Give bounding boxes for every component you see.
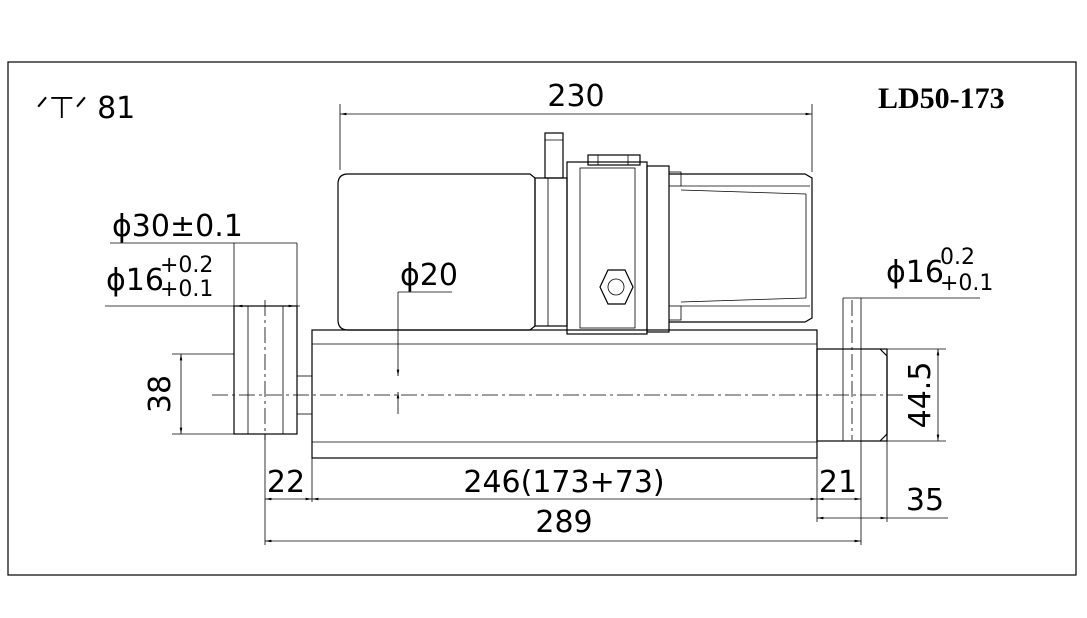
dim-phi16-left-label: ϕ16 — [106, 263, 164, 298]
dim-phi16-right-label: ϕ16 — [886, 255, 944, 290]
left-clevis — [233, 305, 298, 435]
dim-246-label: 246(173+73) — [463, 465, 664, 500]
cylinder-body — [297, 329, 818, 459]
drawing-frame — [7, 61, 1077, 576]
dim-phi16-right-tol-upper: 0.2 — [940, 245, 975, 270]
dim-phi20-label: ϕ20 — [400, 258, 458, 293]
dim-phi30-label: ϕ30±0.1 — [112, 209, 243, 244]
dim-35-label: 35 — [906, 483, 944, 518]
dim-38 — [172, 353, 234, 435]
stroke-note: ᐟ⊤ᐟ 81 — [36, 91, 135, 126]
dim-phi16-left-tol-upper: +0.2 — [160, 253, 213, 278]
dim-44-5 — [887, 348, 946, 442]
dim-21-label: 21 — [819, 465, 857, 500]
dim-22-label: 22 — [267, 465, 305, 500]
dim-230 — [339, 104, 813, 172]
dim-phi16-right — [842, 297, 980, 349]
dim-44-5-label: 44.5 — [903, 362, 938, 429]
dim-38-label: 38 — [143, 375, 178, 413]
dim-phi16-left-tol-lower: +0.1 — [160, 277, 213, 302]
dim-phi20 — [396, 291, 452, 414]
dim-289-label: 289 — [535, 505, 592, 540]
dim-phi16-right-tol-lower: +0.1 — [940, 271, 993, 296]
motor-assembly — [337, 132, 813, 335]
dim-phi30 — [110, 242, 298, 306]
dim-230-label: 230 — [547, 79, 604, 114]
model-title: LD50-173 — [878, 82, 1005, 115]
